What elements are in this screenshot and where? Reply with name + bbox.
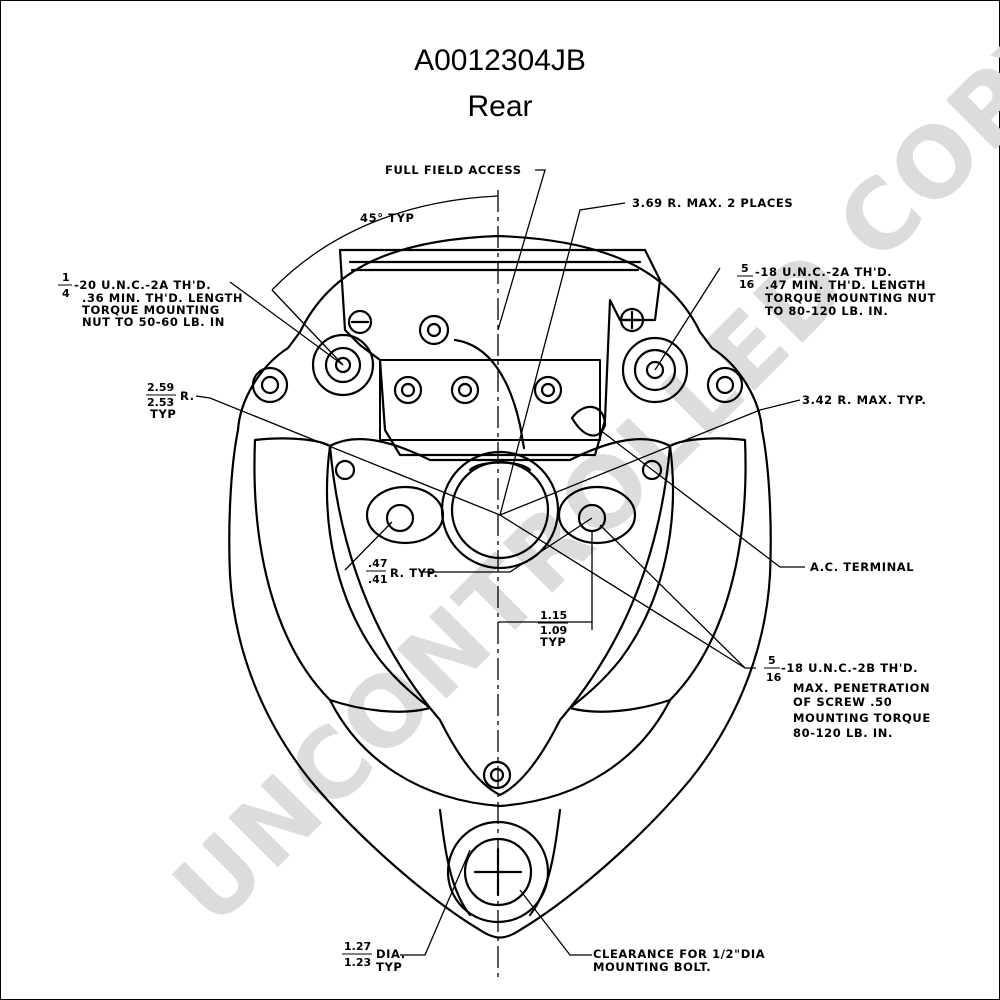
mounting-foot-outline	[438, 808, 562, 917]
radius-259-value: 2.59	[147, 381, 174, 394]
dia-123-value: 1.23	[344, 956, 371, 969]
block-ribs	[348, 260, 642, 272]
label-angle-45: 45° TYP	[360, 211, 415, 225]
radius-342-leader	[499, 399, 801, 516]
lower-bolt	[482, 760, 512, 790]
left-thread-line2: .36 MIN. TH'D. LENGTH	[82, 291, 243, 305]
drawing-title: A0012304JB	[414, 44, 586, 77]
right-thread-line1: -18 U.N.C.-2A TH'D.	[755, 265, 892, 279]
left-cover-bolt	[334, 459, 356, 481]
ac-terminal-leader	[599, 429, 805, 568]
left-mount-boss	[365, 485, 445, 545]
left-thread-line1: -20 U.N.C.-2A TH'D.	[74, 278, 211, 292]
clearance-leader	[519, 889, 592, 956]
inner-shield-outline	[328, 438, 672, 797]
radius-369-leader	[499, 202, 626, 516]
radius-259-suffix: R.	[180, 389, 195, 403]
full-field-leader	[497, 169, 546, 331]
terminal-stud-2	[450, 375, 480, 405]
right-stud-boss	[621, 336, 689, 404]
right-thread-frac-den: 16	[739, 278, 755, 291]
right-thread-line4: TO 80-120 LB. IN.	[765, 304, 888, 318]
dim-115-line	[498, 530, 593, 630]
left-thread-line3: TORQUE MOUNTING	[82, 303, 220, 317]
right-ear-nut	[706, 366, 744, 404]
left-thread-frac-num: 1	[62, 271, 70, 284]
screw-line2: MAX. PENETRATION	[793, 681, 930, 695]
screw-line3: OF SCREW .50	[793, 695, 892, 709]
left-stud-boss	[311, 333, 375, 397]
screw-frac-num: 5	[768, 654, 776, 667]
housing-outline	[228, 234, 772, 939]
screw-line4: MOUNTING TORQUE	[793, 711, 931, 725]
field-lead-wire	[453, 338, 526, 450]
left-thread-line4: NUT TO 50-60 LB. IN	[82, 315, 225, 329]
label-ac-terminal: A.C. TERMINAL	[810, 560, 914, 574]
radius-47-value: .47	[368, 557, 388, 570]
dia-127-value: 1.27	[344, 940, 371, 953]
right-screw	[619, 307, 645, 333]
radius-47-suffix: R. TYP.	[390, 566, 439, 580]
radius-259-leader	[195, 395, 501, 516]
right-mount-boss	[557, 485, 637, 545]
radius-253-value: 2.53	[147, 396, 174, 409]
ac-terminal-tab	[570, 405, 607, 437]
dia-leader	[400, 849, 471, 956]
screw-line5: 80-120 LB. IN.	[793, 726, 893, 740]
left-ear-nut	[251, 366, 289, 404]
angle-arc-45	[271, 195, 499, 291]
screw-line1: -18 U.N.C.-2B TH'D.	[781, 661, 918, 675]
label-full-field-access: FULL FIELD ACCESS	[385, 163, 522, 177]
watermark-text: UNCONTROLLED COPY	[152, 0, 1000, 946]
label-radius-342: 3.42 R. MAX. TYP.	[802, 393, 926, 407]
radius-259-typ: TYP	[150, 407, 176, 421]
dim-115-value: 1.15	[540, 609, 567, 622]
dim-115-typ: TYP	[540, 635, 566, 649]
field-terminal	[418, 314, 450, 346]
right-cover-bolt	[641, 459, 663, 481]
right-thread-line3: TORQUE MOUNTING NUT	[765, 291, 936, 305]
dia-typ: TYP	[376, 960, 402, 974]
terminal-strip	[379, 359, 601, 441]
left-screw	[347, 309, 373, 335]
terminal-stud-1	[393, 375, 423, 405]
right-thread-line2: .47 MIN. TH'D. LENGTH	[765, 278, 926, 292]
left-thread-frac-den: 4	[62, 287, 70, 300]
clearance-line2: MOUNTING BOLT.	[593, 960, 711, 974]
terminal-stud-3	[533, 375, 563, 405]
drawing-subtitle: Rear	[467, 90, 533, 123]
dia-suffix: DIA.	[376, 947, 406, 961]
right-thread-frac-num: 5	[741, 262, 749, 275]
dim-109-value: 1.09	[540, 624, 567, 637]
screw-frac-den: 16	[766, 671, 782, 684]
radius-47-leader	[344, 521, 393, 571]
clearance-line1: CLEARANCE FOR 1/2"DIA	[593, 947, 765, 961]
radius-41-value: .41	[368, 573, 388, 586]
lower-interior-curve	[328, 698, 672, 808]
label-radius-369: 3.69 R. MAX. 2 PLACES	[632, 196, 793, 210]
